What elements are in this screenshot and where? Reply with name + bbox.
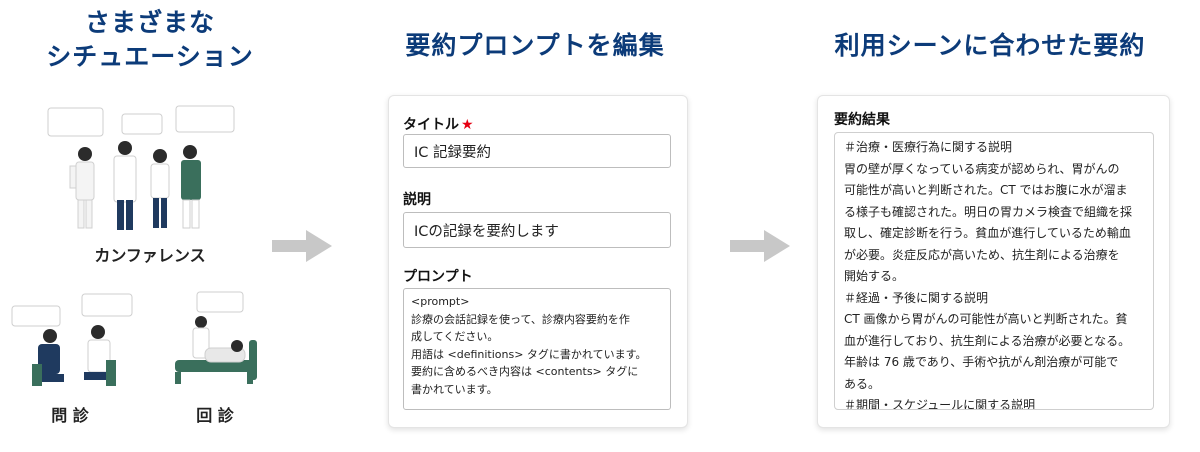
speech-bubble-icon: [11, 293, 133, 327]
result-line: 胃の壁が厚くなっている病変が認められ、胃がんの: [844, 161, 1120, 176]
result-line: 開始する。: [844, 269, 905, 283]
speech-bubble-icon: [196, 291, 244, 313]
conference-illustration: [47, 105, 235, 230]
result-line: ある。: [844, 376, 881, 391]
arrow-right-icon: [272, 230, 332, 262]
arrow-right-icon: [730, 230, 790, 262]
result-line: 可能性が高いと判断された。CT ではお腹に水が溜ま: [844, 183, 1128, 197]
prompt-field-label: プロンプト: [403, 269, 473, 285]
patient-person-icon: [32, 329, 64, 386]
doctor-person-icon: [69, 147, 95, 229]
prompt-line: 成してください。: [411, 330, 499, 343]
prompt-line: 診療の会話記録を使って、診療内容要約を作: [411, 312, 630, 326]
result-line: る様子も確認された。明日の胃カメラ検査で組織を採: [844, 204, 1133, 219]
result-line: 取し、確定診断を行う。貧血が進行しているため輸血: [844, 226, 1131, 240]
doctor-person-icon: [181, 145, 201, 229]
result-line: 年齢は 76 歳であり、手術や抗がん剤治療が可能で: [844, 355, 1119, 369]
prompt-line: <prompt>: [411, 295, 470, 308]
interview-illustration: [11, 293, 133, 386]
result-text-area: ＃治療・医療行為に関する説明 胃の壁が厚くなっている病変が認められ、胃がんの 可…: [834, 132, 1154, 410]
prompt-line: 書かれています。: [411, 382, 498, 396]
conference-caption: カンファレンス: [94, 246, 206, 265]
edit-prompt-heading: 要約プロンプトを編集: [405, 31, 665, 60]
result-line: ＃治療・医療行為に関する説明: [844, 140, 1013, 154]
doctor-person-icon: [84, 325, 116, 386]
rounds-caption: 回 診: [196, 406, 234, 425]
situations-heading-line1: さまざまな: [84, 8, 215, 37]
doctor-person-icon: [113, 141, 137, 230]
hospital-bed-icon: [175, 340, 257, 384]
situations-heading-line2: シチュエーション: [46, 42, 254, 71]
prompt-textarea[interactable]: <prompt> 診療の会話記録を使って、診療内容要約を作 成してください。 用…: [403, 288, 671, 410]
prompt-editor-card: タイトル★ IC 記録要約 説明 ICの記録を要約します プロンプト <prom…: [388, 95, 688, 428]
situations-heading: さまざまな シチュエーション: [0, 6, 300, 74]
interview-caption: 問 診: [51, 406, 89, 425]
prompt-line: 要約に含めるべき内容は <contents> タグに: [411, 365, 639, 378]
title-input[interactable]: IC 記録要約: [403, 134, 671, 168]
speech-bubble-icon: [47, 105, 235, 137]
result-line: ＃期間・スケジュールに関する説明: [844, 398, 1036, 410]
doctor-person-icon: [150, 149, 170, 228]
result-line: が必要。炎症反応が高いため、抗生剤による治療を: [844, 247, 1120, 262]
rounds-illustration: [175, 291, 257, 384]
description-input[interactable]: ICの記録を要約します: [403, 212, 671, 248]
prompt-line: 用語は <definitions> タグに書かれています。: [411, 347, 647, 361]
result-label: 要約結果: [834, 112, 890, 128]
result-line: 血が進行しており、抗生剤による治療が必要となる。: [844, 333, 1131, 348]
title-label-text: タイトル: [403, 117, 459, 133]
title-field-label: タイトル★: [403, 114, 474, 134]
summary-result-card: 要約結果 ＃治療・医療行為に関する説明 胃の壁が厚くなっている病変が認められ、胃…: [817, 95, 1170, 428]
summary-heading: 利用シーンに合わせた要約: [834, 31, 1146, 60]
result-line: ＃経過・予後に関する説明: [844, 290, 989, 305]
required-icon: ★: [461, 117, 474, 133]
result-line: CT 画像から胃がんの可能性が高いと判断された。貧: [844, 312, 1128, 326]
doctor-person-icon: [192, 316, 210, 359]
description-field-label: 説明: [403, 192, 431, 208]
